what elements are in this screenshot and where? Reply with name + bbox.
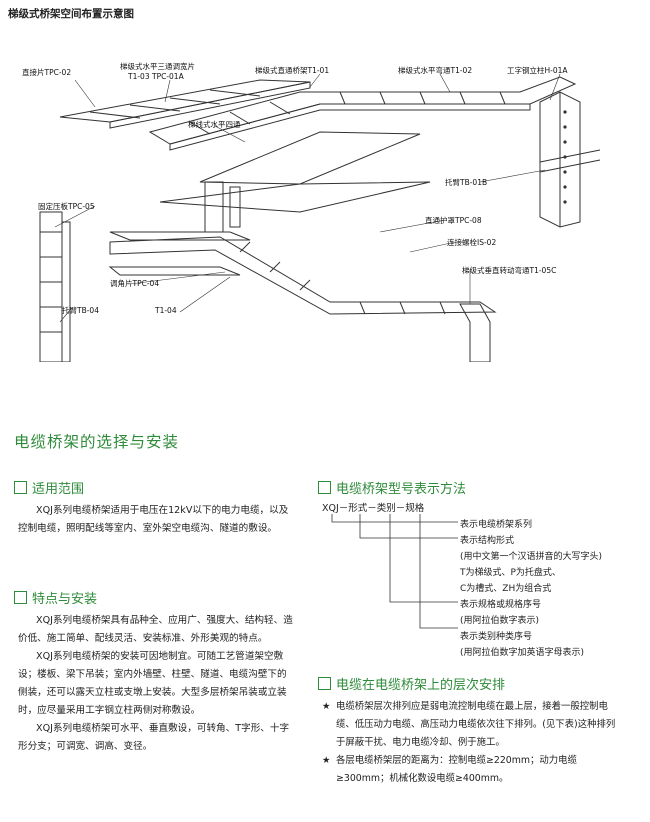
- layers-list: ★ 电缆桥架层次排列应是弱电流控制电缆在最上层，接着一般控制电缆、低压动力电缆、…: [322, 698, 622, 788]
- model-item-category: 表示类别种类序号: [460, 632, 533, 642]
- features-paragraph-1: XQJ系列电缆桥架具有品种全、应用广、强度大、结构轻、造价低、施工简单、配线灵活…: [18, 615, 293, 644]
- checkbox-square-icon: [318, 481, 331, 494]
- label-h-01a: 工字钢立柱H-01A: [507, 66, 568, 75]
- layers-item-2: 各层电缆桥架层的距离为：控制电缆≥220mm；动力电缆≥300mm；机械化数设电…: [336, 755, 577, 784]
- model-heading: 电缆桥架型号表示方法: [318, 478, 466, 497]
- checkbox-square-icon: [14, 481, 27, 494]
- label-tb-04: 托臂TB-04: [62, 306, 99, 315]
- label-t1-03-tpc-01a: T1-03 TPC-01A: [128, 72, 184, 81]
- scope-text: XQJ系列电缆桥架适用于电压在12kV以下的电力电缆，以及控制电缆，照明配线等室…: [18, 505, 289, 534]
- model-item-spec-note: (用阿拉伯数字表示): [460, 616, 540, 626]
- label-tpc-05: 固定压板TPC-05: [38, 202, 95, 211]
- layers-title: 电缆在电缆桥架上的层次安排: [336, 678, 506, 693]
- features-heading: 特点与安装: [14, 588, 97, 607]
- label-tpc-04: 调角片TPC-04: [110, 279, 160, 288]
- features-body: XQJ系列电缆桥架具有品种全、应用广、强度大、结构轻、造价低、施工简单、配线灵活…: [18, 612, 296, 756]
- label-tb-01b: 托臂TB-01B: [445, 178, 488, 187]
- label-t1-04: T1-04: [155, 306, 177, 315]
- list-item: ★ 电缆桥架层次排列应是弱电流控制电缆在最上层，接着一般控制电缆、低压动力电缆、…: [322, 698, 622, 752]
- model-item-types-2: C为槽式、ZH为组合式: [460, 584, 552, 594]
- star-icon: ★: [322, 755, 331, 766]
- features-title: 特点与安装: [32, 592, 98, 607]
- label-four-way: 梯线式水平四通: [188, 120, 241, 129]
- model-bracket-lines: [331, 514, 458, 629]
- label-t1-05c: 梯级式垂直转动弯通T1-05C: [462, 266, 557, 275]
- main-title: 电缆桥架的选择与安装: [14, 433, 180, 451]
- model-item-types-1: T为梯级式、P为托盘式、: [460, 568, 561, 578]
- layers-heading: 电缆在电缆桥架上的层次安排: [318, 674, 505, 693]
- features-paragraph-2: XQJ系列电缆桥架的安装可因地制宜。可随工艺管道架空敷设；楼板、梁下吊装；室内外…: [18, 651, 287, 716]
- checkbox-square-icon: [14, 591, 27, 604]
- features-paragraph-3: XQJ系列电缆桥架可水平、垂直敷设，可转角、T字形、十字形分支；可调宽、调高、变…: [18, 723, 290, 752]
- model-code: XQJ－形式－类别－规格: [322, 503, 425, 514]
- label-tpc-02: 直接片TPC-02: [22, 68, 72, 77]
- checkbox-square-icon: [318, 677, 331, 690]
- label-tpc-08: 直通护罩TPC-08: [425, 216, 482, 225]
- model-item-category-note: (用阿拉伯数字加英语字母表示): [460, 648, 585, 658]
- figure-title: 梯级式桥架空间布置示意图: [8, 8, 134, 20]
- model-title: 电缆桥架型号表示方法: [336, 482, 467, 497]
- cable-tray-diagram: [39, 73, 601, 362]
- layers-item-1: 电缆桥架层次排列应是弱电流控制电缆在最上层，接着一般控制电缆、低压动力电缆、高压…: [336, 701, 616, 748]
- model-item-series: 表示电缆桥架系列: [460, 520, 533, 530]
- star-icon: ★: [322, 701, 331, 712]
- model-item-spec: 表示规格或规格序号: [460, 600, 542, 610]
- scope-title: 适用范围: [32, 482, 85, 497]
- scope-heading: 适用范围: [14, 478, 84, 497]
- label-t1-01: 梯级式直通桥架T1-01: [255, 66, 330, 75]
- list-item: ★ 各层电缆桥架层的距离为：控制电缆≥220mm；动力电缆≥300mm；机械化数…: [322, 752, 622, 788]
- label-is-02: 连接螺栓IS-02: [447, 238, 497, 247]
- label-t1-02: 梯级式水平弯通T1-02: [398, 66, 473, 75]
- label-t1-03: 梯级式水平三通调宽片: [120, 62, 195, 71]
- model-item-structure-note: (用中文第一个汉语拼音的大写字头): [460, 552, 603, 562]
- model-item-structure: 表示结构形式: [460, 536, 515, 546]
